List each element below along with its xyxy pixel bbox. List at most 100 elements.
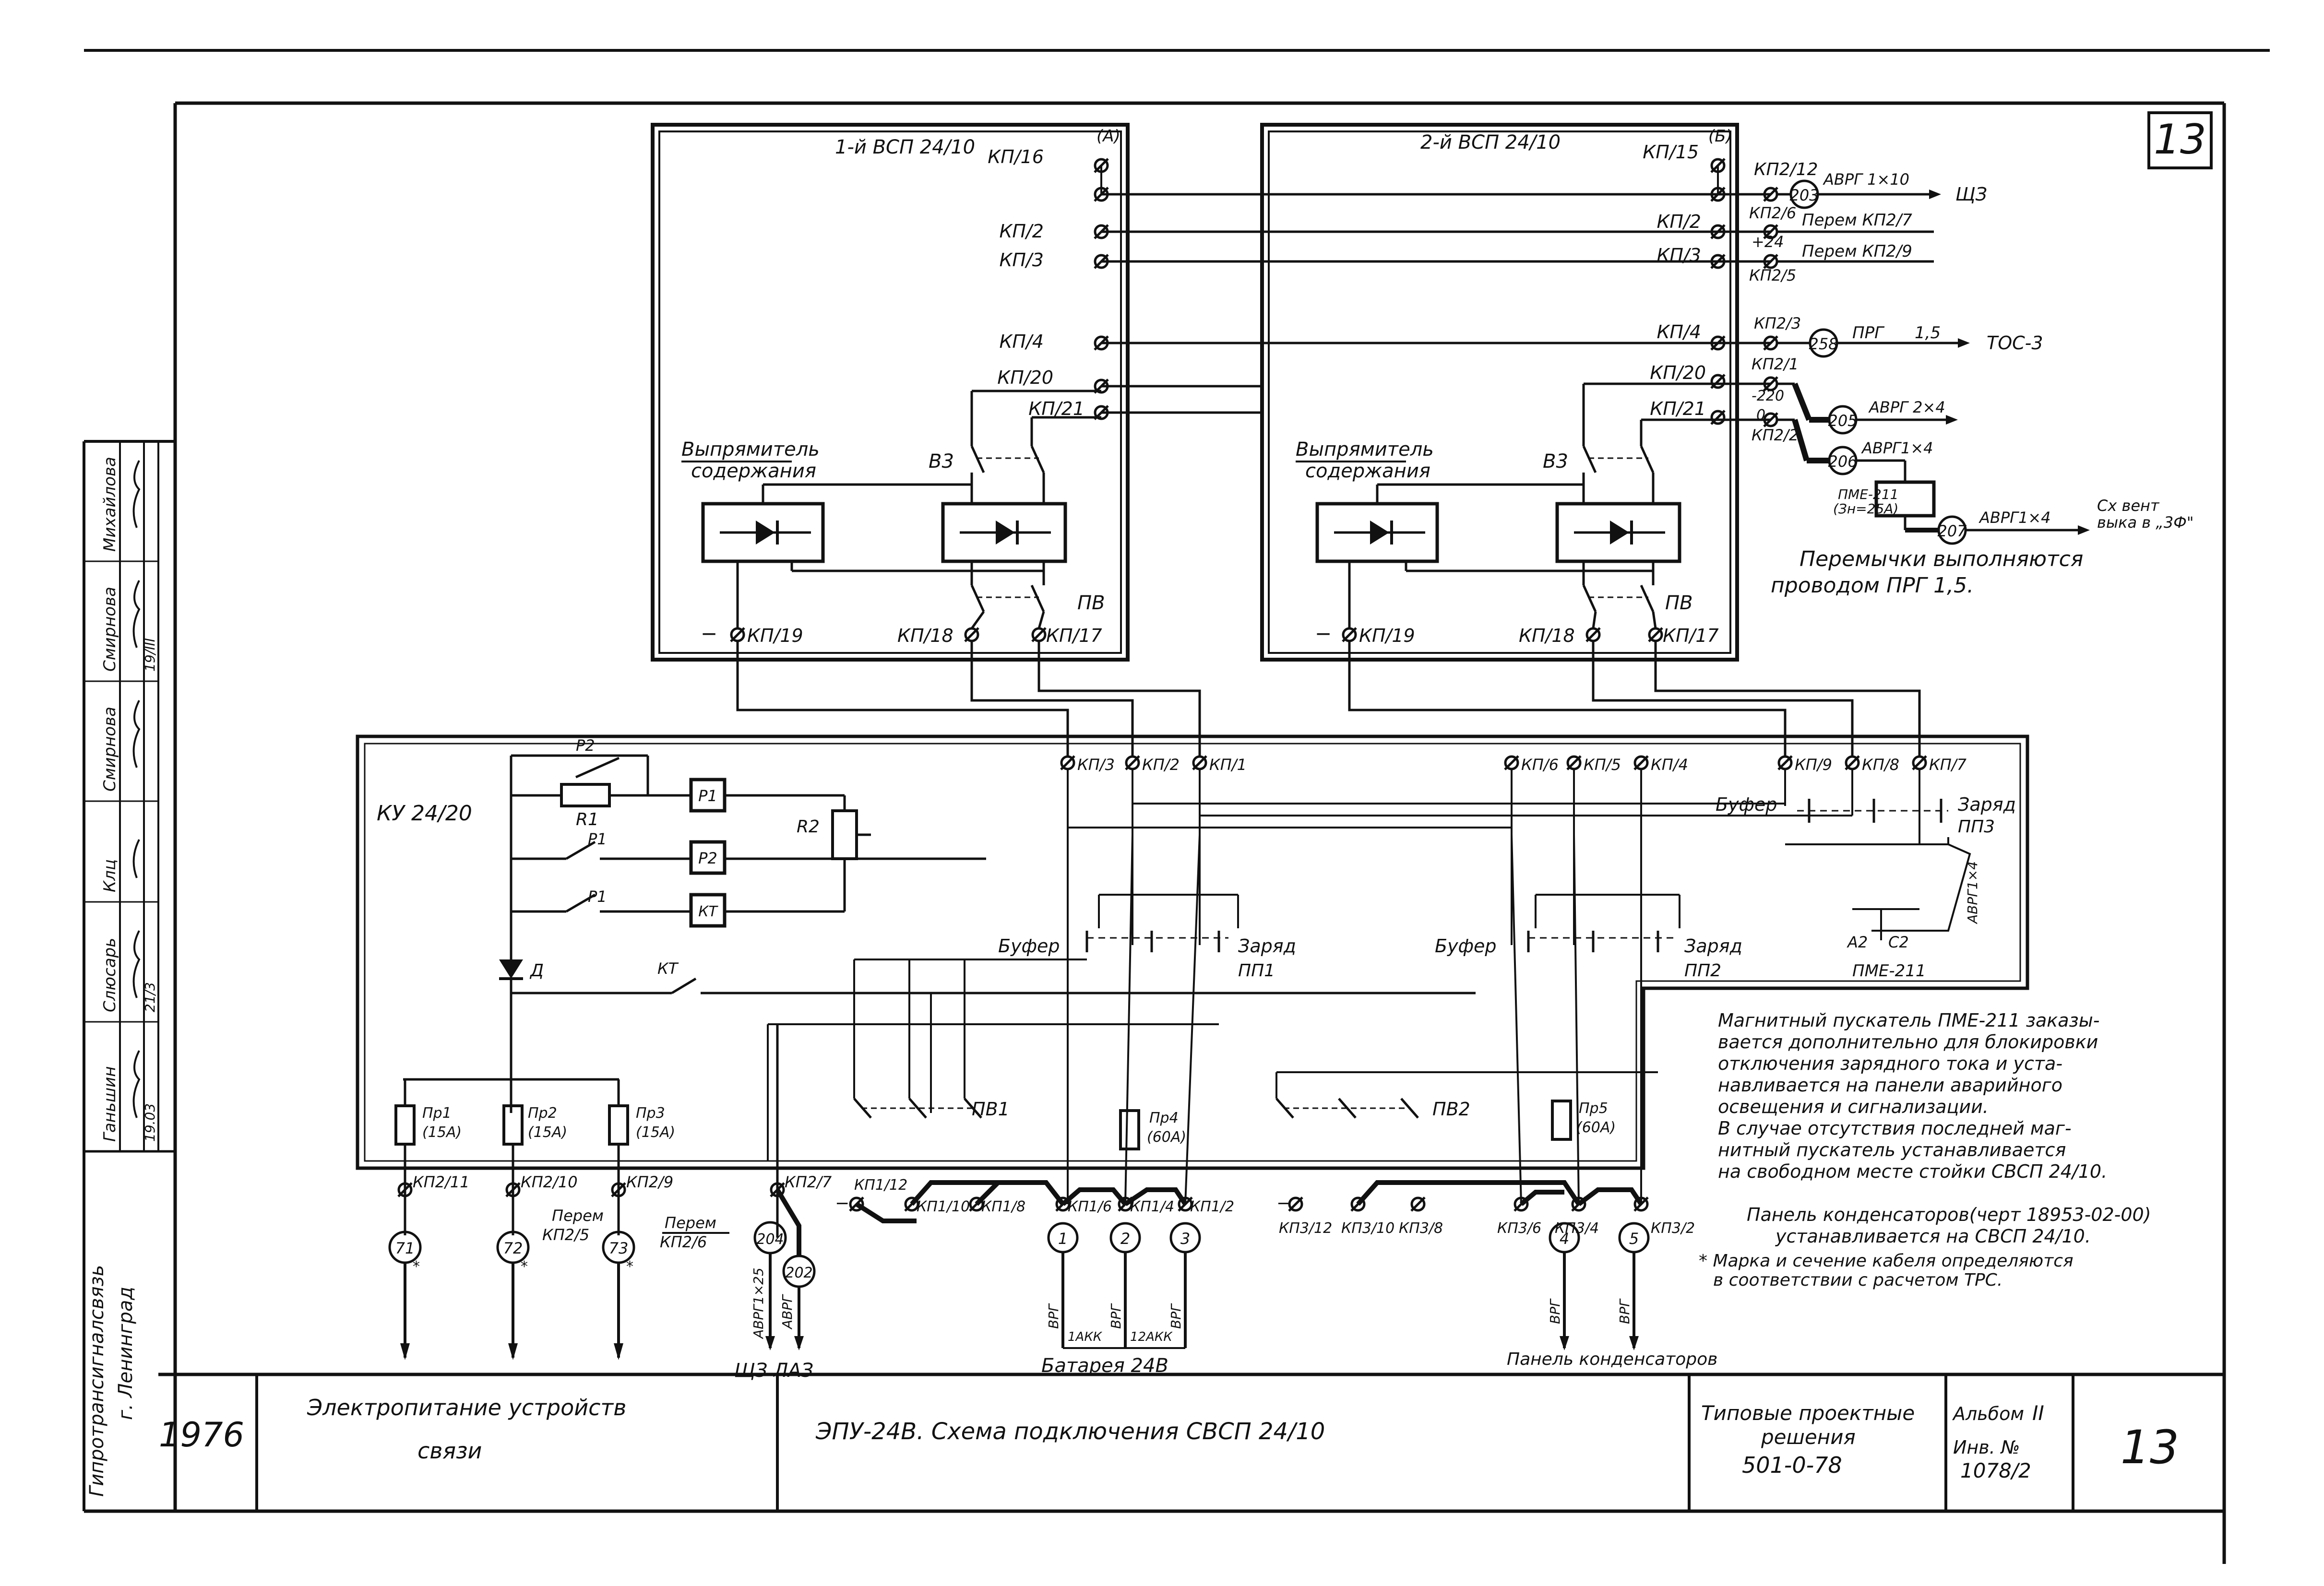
- ku-diode: [499, 959, 523, 979]
- r-kp26: КП2/6: [1749, 204, 1796, 222]
- stamp-org-1: Гипротрансигналсвязь: [86, 1265, 108, 1497]
- b-panel: Панель конденсаторов: [1507, 1349, 1717, 1369]
- ku-pr4: Пр4: [1149, 1110, 1179, 1126]
- stamp-inv: Инв. №: [1953, 1437, 2020, 1458]
- b-kp29: КП2/9: [626, 1173, 673, 1191]
- fuse-pr1: [394, 1104, 416, 1146]
- b1-kp19: КП/19: [747, 625, 803, 646]
- b2-kp20: КП/20: [1650, 362, 1706, 383]
- stamp-date-1: 19.03: [142, 1103, 158, 1142]
- b-c73: 73: [609, 1239, 629, 1257]
- b-kp36: КП3/6: [1497, 1220, 1541, 1237]
- b1-kp17: КП/17: [1046, 625, 1102, 646]
- jumper-note-2: проводом ПРГ 1,5.: [1771, 573, 1974, 598]
- b-c5: 5: [1629, 1230, 1639, 1248]
- right-side-connections: КП2/12 203 АВРГ 1×10 ЩЗ КП2/6 Перем КП2/…: [1718, 160, 2193, 598]
- stamp-role-1: Ганьшин: [100, 1066, 119, 1142]
- ku-pv2: ПВ2: [1432, 1099, 1470, 1120]
- r-pme-in: (Зн=25А): [1833, 501, 1898, 517]
- b-perem1: Перем: [552, 1207, 604, 1225]
- b-vrg3: ВРГ: [1168, 1303, 1184, 1329]
- ku-P1: Р1: [698, 787, 717, 805]
- b2-kp19: КП/19: [1359, 625, 1415, 646]
- pp3-label: ПП3: [1958, 817, 1995, 837]
- stamp-title: ЭПУ-24В. Схема подключения СВСП 24/10: [815, 1418, 1325, 1445]
- b-c2: 2: [1120, 1230, 1130, 1248]
- r-pme: ПМЕ-211: [1838, 486, 1898, 502]
- stamp-role-4: Смирнова: [100, 707, 119, 792]
- ku-r1: R1: [576, 810, 599, 829]
- note-5: освещения и сигнализации.: [1718, 1096, 1989, 1117]
- r-c207: 207: [1937, 522, 1967, 540]
- r-prg-size: 1,5: [1915, 323, 1941, 343]
- bottom-connections: КП2/11 КП2/10 КП2/9 КП2/7 Перем КП2/5 Пе…: [388, 834, 1717, 1382]
- b-battery: Батарея 24В: [1041, 1355, 1168, 1377]
- b2-v3: В3: [1543, 450, 1568, 473]
- b-kp12b: КП1/2: [1190, 1198, 1234, 1215]
- fuse-pr2: [502, 1104, 524, 1146]
- b-c4: 4: [1560, 1230, 1569, 1248]
- note-12: в соответствии с расчетом ТРС.: [1713, 1270, 2002, 1290]
- stamp-signature-2: [132, 580, 141, 648]
- b-kp25: КП2/5: [542, 1226, 589, 1244]
- note-7: нитный пускатель устанавливается: [1718, 1139, 2066, 1160]
- b-kp18: КП1/8: [981, 1198, 1025, 1215]
- b2-minus: −: [1315, 622, 1332, 645]
- stamp-date-2: 21/3: [142, 982, 158, 1012]
- b-kp14: КП1/4: [1130, 1198, 1174, 1215]
- b1-kp4: КП/4: [999, 331, 1044, 352]
- ku-pr1: Пр1: [422, 1105, 452, 1122]
- pp2-zaryad: Заряд: [1684, 935, 1742, 957]
- b1-kp20: КП/20: [997, 367, 1053, 388]
- jumper-note-1: Перемычки выполняются: [1800, 547, 2083, 571]
- r-sx2: выка в „3Ф": [2097, 513, 2193, 532]
- stamp-signature-1: [132, 460, 141, 528]
- top-bus-wires: [1100, 166, 1719, 414]
- b-minus1: −: [835, 1194, 849, 1213]
- ku-kp7: КП/7: [1929, 756, 1967, 774]
- fuse-pr4: [1119, 1109, 1140, 1150]
- block1-title: 1-й ВСП 24/10: [835, 136, 975, 158]
- r-kp25: КП2/5: [1749, 266, 1796, 284]
- ku-c2: С2: [1888, 933, 1909, 951]
- ku-r2: R2: [797, 817, 820, 837]
- stamp-typical-3: 501-0-78: [1742, 1452, 1842, 1478]
- r-perem-kp27: Перем КП2/7: [1802, 211, 1912, 230]
- ku-title: КУ 24/20: [377, 801, 472, 826]
- ku-d: Д: [529, 961, 544, 981]
- r-kp21: КП2/1: [1752, 355, 1799, 373]
- b1-kp3: КП/3: [999, 249, 1044, 271]
- b-c202: 202: [785, 1265, 812, 1281]
- b-vrg4: ВРГ: [1547, 1298, 1563, 1324]
- b-c72: 72: [503, 1239, 523, 1257]
- note-4: навливается на панели аварийного: [1718, 1075, 2062, 1096]
- note-8: на свободном месте стойки СВСП 24/10.: [1718, 1161, 2107, 1182]
- b-vrg2: ВРГ: [1108, 1303, 1124, 1329]
- b2-rect-label: Выпрямитель: [1296, 438, 1434, 461]
- fuse-pr5: [1551, 1100, 1572, 1141]
- notes: Магнитный пускатель ПМЕ-211 заказы- вает…: [1699, 1010, 2151, 1290]
- note-2: вается дополнительно для блокировки: [1718, 1031, 2098, 1053]
- stamp-year: 1976: [159, 1415, 244, 1455]
- b2-kp4: КП/4: [1657, 321, 1701, 343]
- note-11: * Марка и сечение кабеля определяются: [1699, 1251, 2074, 1271]
- pp3-bufer: Буфер: [1716, 794, 1777, 815]
- ku-r2-resistor: [831, 809, 858, 860]
- b-kp32: КП3/2: [1651, 1220, 1695, 1237]
- r-avrg14a: АВРГ1×4: [1861, 439, 1933, 457]
- pp2-bufer: Буфер: [1435, 935, 1497, 957]
- b-avrg: АВРГ: [779, 1294, 795, 1330]
- b1-minus: −: [701, 622, 717, 645]
- b-kp312: КП3/12: [1279, 1220, 1332, 1237]
- stamp-signature-3: [132, 700, 141, 768]
- r-c205: 205: [1828, 412, 1857, 430]
- r-m220: -220: [1752, 388, 1784, 404]
- r-kp212: КП2/12: [1754, 160, 1818, 179]
- b-kp210: КП2/10: [521, 1173, 578, 1191]
- b2-pv: ПВ: [1665, 592, 1693, 614]
- r-perem-kp29: Перем КП2/9: [1802, 242, 1912, 261]
- b-star1: *: [413, 1258, 420, 1275]
- b1-main-rectifier: [941, 502, 1067, 563]
- left-stamp: Михайлова Смирнова Смирнова Клц Слюсарь …: [84, 441, 175, 1497]
